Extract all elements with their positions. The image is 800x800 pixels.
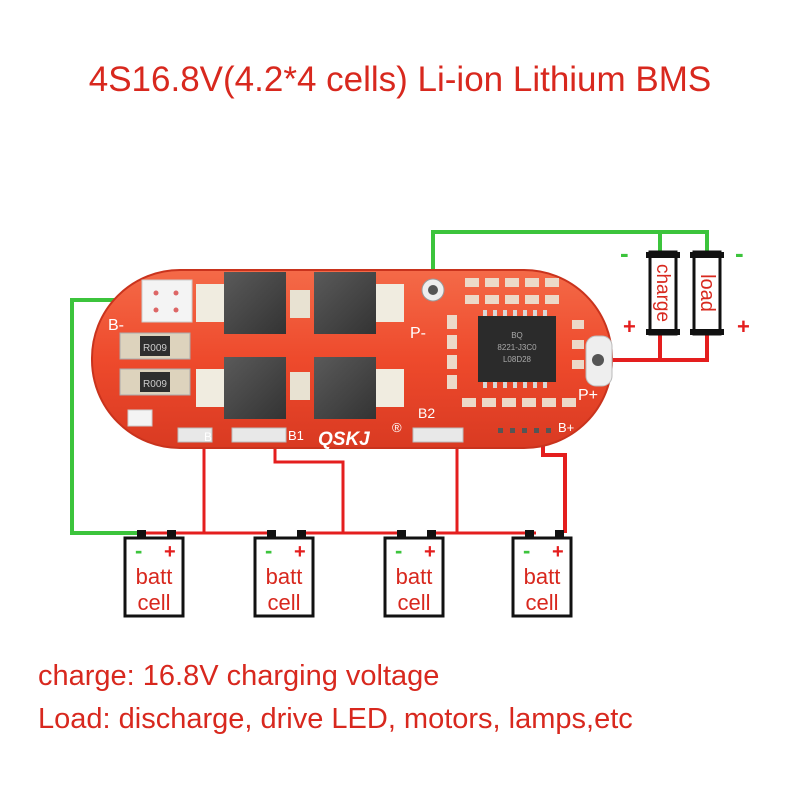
cell-negative-sign: -	[395, 538, 402, 563]
wire-b	[142, 438, 206, 535]
cell-terminal	[397, 530, 406, 538]
cell-label-line1: batt	[136, 564, 173, 589]
pad-label-b: B	[204, 430, 212, 444]
mosfet-4	[314, 357, 376, 419]
mosfets	[196, 272, 404, 419]
charge-note: charge: 16.8V charging voltage	[38, 660, 440, 692]
bms-board: B- R009 R009 P-	[91, 269, 613, 450]
board-logo: QSKJ	[318, 429, 370, 450]
pad-label-p-plus: P+	[578, 387, 598, 404]
cell-negative-sign: -	[265, 538, 272, 563]
cell-label-line2: cell	[267, 590, 300, 615]
charge-label: charge	[652, 264, 673, 322]
cell-positive-sign: +	[424, 541, 436, 563]
b2-pad	[412, 427, 464, 443]
diagram-title: 4S16.8V(4.2*4 cells) Li-ion Lithium BMS	[88, 60, 712, 99]
registered-mark: ®	[392, 420, 402, 435]
b1-pad	[231, 427, 287, 443]
pad-label-b2: B2	[418, 405, 435, 421]
wire-b1	[273, 440, 345, 533]
protection-ic	[478, 316, 556, 382]
load-label: load	[696, 274, 718, 312]
resistor-code-1: R009	[143, 343, 167, 354]
pad-label-p-minus: P-	[410, 325, 426, 342]
cell-negative-sign: -	[523, 538, 530, 563]
cell-label-line1: batt	[266, 564, 303, 589]
cell-label-line2: cell	[137, 590, 170, 615]
cell-terminal	[555, 530, 564, 538]
mosfet-2	[314, 272, 376, 334]
cell-terminal	[427, 530, 436, 538]
cell-label-line2: cell	[397, 590, 430, 615]
ic-marking-3: L08D28	[503, 355, 532, 364]
b-minus-pad	[141, 279, 193, 323]
cell-body	[511, 536, 573, 618]
mosfet-3	[224, 357, 286, 419]
wire-b-plus	[541, 440, 567, 533]
wire-p-minus	[431, 230, 709, 290]
wire-b-minus	[70, 298, 148, 535]
cell-positive-sign: +	[294, 541, 306, 563]
cell-label-line2: cell	[525, 590, 558, 615]
port-minus-left: -	[620, 238, 629, 268]
wire-p-plus	[598, 335, 709, 362]
cell-terminal	[525, 530, 534, 538]
cell-label-line1: batt	[396, 564, 433, 589]
cell-terminal	[167, 530, 176, 538]
b-pad	[177, 427, 213, 443]
load-note: Load: discharge, drive LED, motors, lamp…	[38, 703, 633, 735]
cell-terminal	[297, 530, 306, 538]
port-minus-right: -	[735, 238, 744, 268]
cell-positive-sign: +	[552, 541, 564, 563]
mosfet-1	[224, 272, 286, 334]
port-plus-left: +	[623, 314, 636, 339]
port-plus-right: +	[737, 314, 750, 339]
cell-label-line1: batt	[524, 564, 561, 589]
resistor-code-2: R009	[143, 379, 167, 390]
cell-negative-sign: -	[135, 538, 142, 563]
pad-label-b-minus: B-	[108, 317, 124, 334]
cell-body	[123, 536, 185, 618]
load-block	[692, 250, 722, 336]
cell-body	[253, 536, 315, 618]
ic-marking-2: 8221-J3C0	[497, 343, 537, 352]
cell-body	[383, 536, 445, 618]
ic-marking-1: BQ	[511, 331, 523, 340]
p-plus-pad	[592, 354, 604, 366]
cell-positive-sign: +	[164, 541, 176, 563]
cell-terminal	[267, 530, 276, 538]
pad-label-b-plus: B+	[558, 420, 574, 435]
wires	[70, 230, 709, 535]
pad-label-b1: B1	[288, 428, 304, 443]
output-ports: - - + + charge load	[620, 238, 750, 339]
cell-terminal	[137, 530, 146, 538]
